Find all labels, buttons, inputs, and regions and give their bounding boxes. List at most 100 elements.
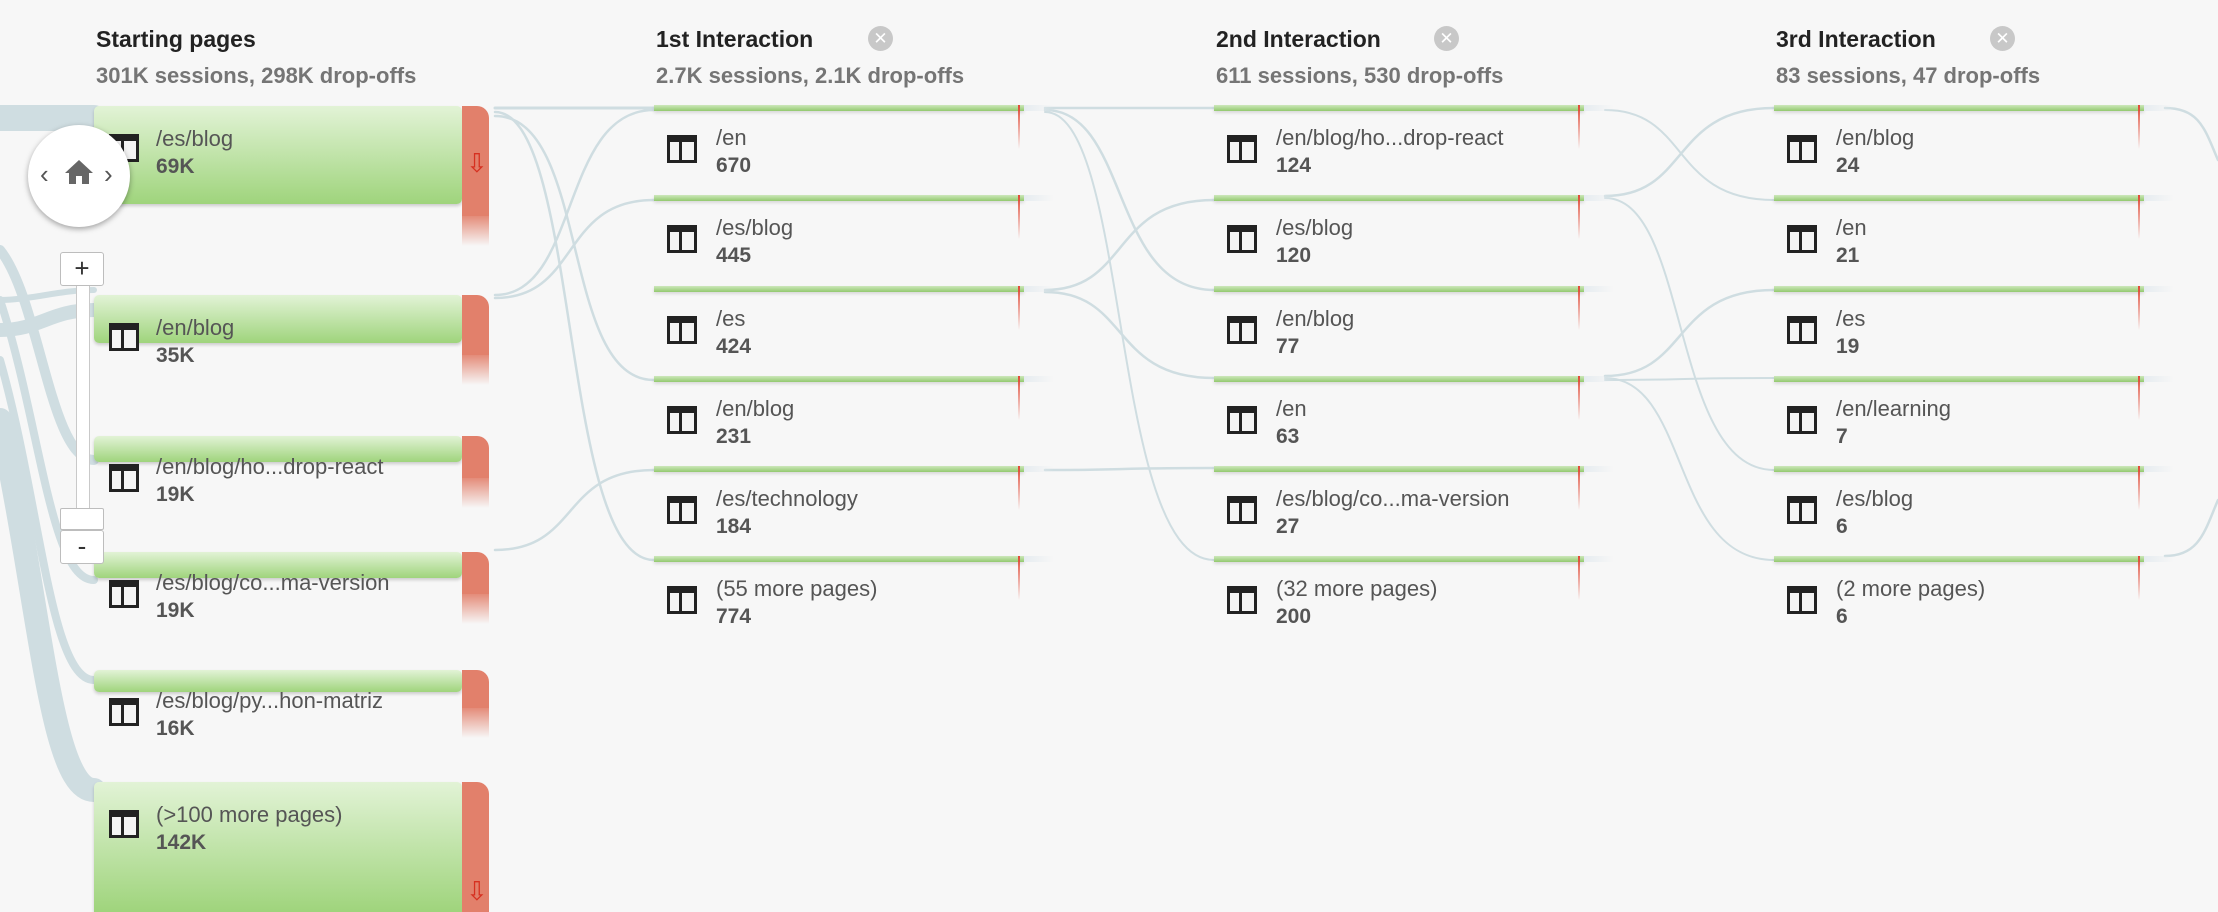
bar-fade xyxy=(1024,286,1054,292)
starting-node[interactable]: /en/blog/ho...drop-react 19K xyxy=(94,436,494,526)
page-layout-icon xyxy=(1226,494,1258,526)
dropoff-line xyxy=(1578,466,1580,510)
column-title: 2nd Interaction xyxy=(1216,26,1381,52)
node-bar[interactable] xyxy=(654,195,1024,201)
page-layout-icon xyxy=(1226,314,1258,346)
node-bar[interactable] xyxy=(654,376,1024,382)
dropoff-bar[interactable] xyxy=(462,295,489,355)
node-bar[interactable] xyxy=(94,670,462,692)
bar-fade xyxy=(2144,105,2174,111)
page-layout-icon xyxy=(1786,584,1818,616)
session-count: 7 xyxy=(1836,425,1848,448)
dropoff-bar[interactable] xyxy=(462,106,489,216)
page-layout-icon xyxy=(1226,133,1258,165)
dropoff-line xyxy=(1578,195,1580,239)
node-bar[interactable] xyxy=(1214,466,1584,472)
close-icon[interactable]: ✕ xyxy=(868,26,893,51)
node-bar[interactable] xyxy=(1214,556,1584,562)
dropoff-fade xyxy=(462,594,489,624)
page-name: /es xyxy=(716,306,746,331)
node-bar[interactable] xyxy=(94,436,462,462)
interaction-node[interactable]: (55 more pages)774 xyxy=(654,556,1054,636)
node-bar[interactable] xyxy=(1774,376,2144,382)
bar-fade xyxy=(1584,195,1614,201)
starting-node[interactable]: /es/blog/py...hon-matriz 16K xyxy=(94,670,494,760)
node-bar[interactable] xyxy=(654,556,1024,562)
pan-right-button[interactable]: › xyxy=(104,159,113,189)
page-layout-icon xyxy=(108,578,140,610)
node-bar[interactable] xyxy=(94,782,462,912)
dropoff-bar[interactable] xyxy=(462,782,489,912)
dropoff-bar[interactable] xyxy=(462,552,489,594)
node-bar[interactable] xyxy=(1774,556,2144,562)
starting-node[interactable]: /es/blog/co...ma-version 19K xyxy=(94,552,494,642)
zoom-in-button[interactable]: + xyxy=(60,252,104,286)
dropoff-fade xyxy=(462,708,489,738)
column-title: 3rd Interaction xyxy=(1776,26,1936,52)
interaction-node[interactable]: (2 more pages)6 xyxy=(1774,556,2174,636)
node-bar[interactable] xyxy=(94,106,462,204)
node-bar[interactable] xyxy=(94,295,462,343)
node-bar[interactable] xyxy=(1774,195,2144,201)
node-bar[interactable] xyxy=(1214,376,1584,382)
node-bar[interactable] xyxy=(1774,286,2144,292)
node-bar[interactable] xyxy=(654,286,1024,292)
starting-node[interactable]: ⇩ (>100 more pages) 142K xyxy=(94,782,494,912)
interaction-node[interactable]: (32 more pages)200 xyxy=(1214,556,1614,636)
node-bar[interactable] xyxy=(654,105,1024,111)
zoom-out-button[interactable]: - xyxy=(60,530,104,564)
dropoff-bar[interactable] xyxy=(462,670,489,708)
page-name: (>100 more pages) xyxy=(156,802,343,827)
node-bar[interactable] xyxy=(1214,195,1584,201)
starting-node[interactable]: /en/blog 35K xyxy=(94,295,494,395)
page-name: /es/blog/co...ma-version xyxy=(1276,486,1510,511)
node-bar[interactable] xyxy=(1774,105,2144,111)
page-layout-icon xyxy=(1786,133,1818,165)
starting-node[interactable]: ⇩ /es/blog 69K xyxy=(94,106,494,246)
close-icon[interactable]: ✕ xyxy=(1990,26,2015,51)
node-label: (>100 more pages) 142K xyxy=(156,802,343,855)
close-icon[interactable]: ✕ xyxy=(1434,26,1459,51)
column-header-2nd: 2nd Interaction ✕ 611 sessions, 530 drop… xyxy=(1216,26,1503,89)
dropoff-line xyxy=(1018,286,1020,330)
bar-fade xyxy=(1024,376,1054,382)
dropoff-arrow-icon: ⇩ xyxy=(466,148,488,178)
page-name: /en/blog xyxy=(716,396,795,421)
dropoff-bar[interactable] xyxy=(462,436,489,478)
zoom-slider-track[interactable] xyxy=(76,268,90,548)
home-icon[interactable] xyxy=(62,155,96,189)
pan-left-button[interactable]: ‹ xyxy=(40,159,49,189)
node-label: /es/blog 69K xyxy=(156,126,233,179)
node-label: (55 more pages)774 xyxy=(716,576,877,629)
page-name: /es xyxy=(1836,306,1866,331)
node-bar[interactable] xyxy=(1214,286,1584,292)
session-count: 184 xyxy=(716,515,752,538)
node-bar[interactable] xyxy=(94,552,462,578)
session-count: 35K xyxy=(156,344,195,367)
node-bar[interactable] xyxy=(654,466,1024,472)
node-bar[interactable] xyxy=(1214,105,1584,111)
column-subtitle: 611 sessions, 530 drop-offs xyxy=(1216,63,1504,88)
node-bar[interactable] xyxy=(1774,466,2144,472)
zoom-slider-handle[interactable] xyxy=(60,508,104,530)
